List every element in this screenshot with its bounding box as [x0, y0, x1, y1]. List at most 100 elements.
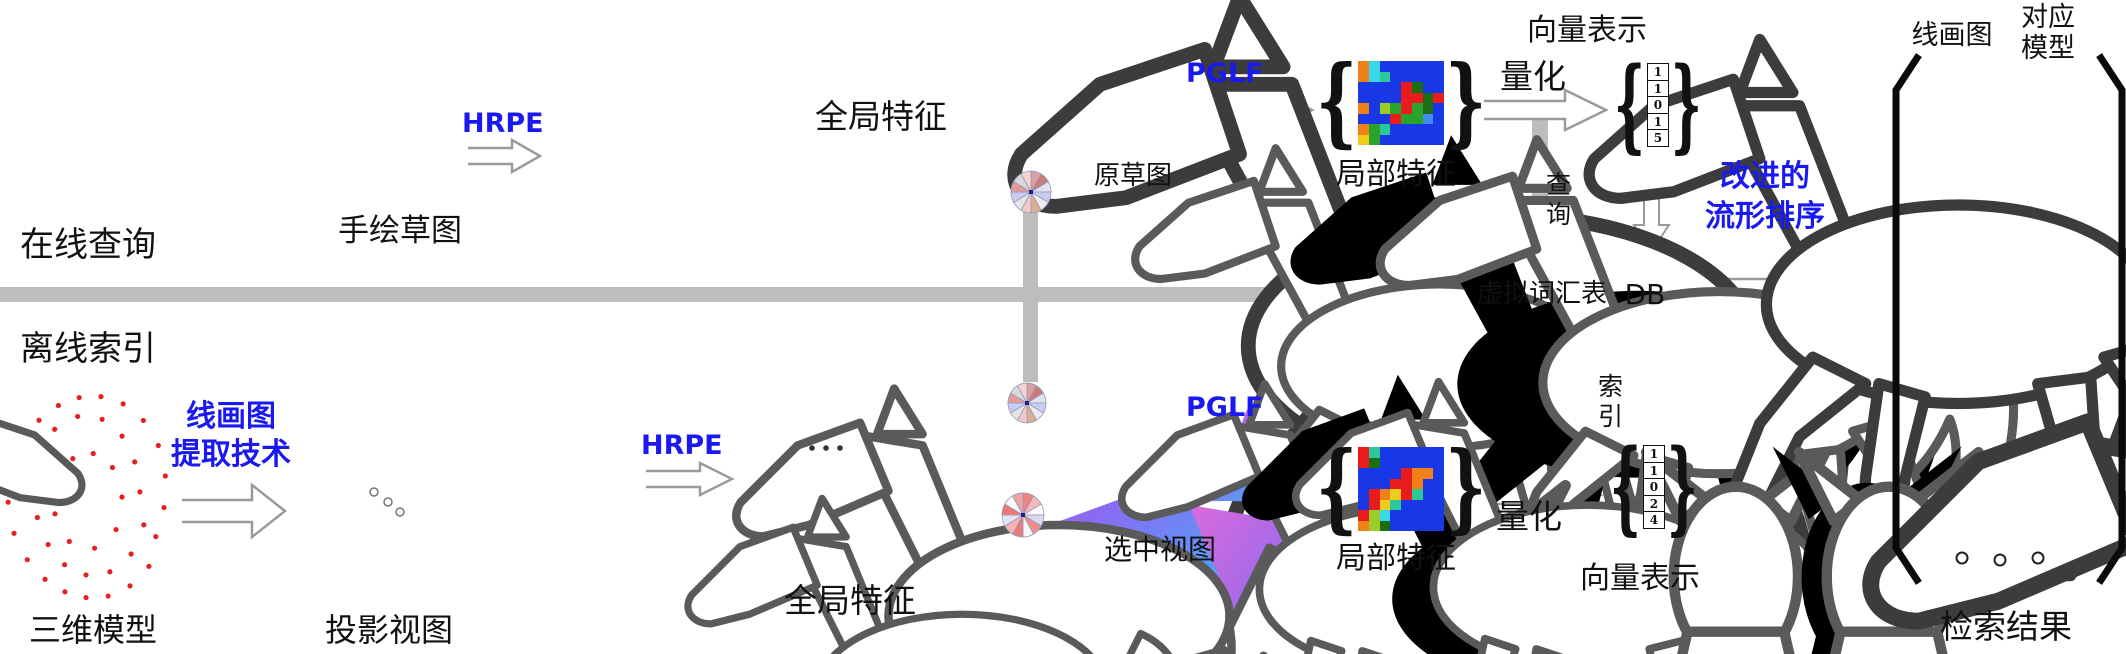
hand-drawn-sketch-label: 手绘草图: [338, 213, 462, 249]
quantize-label-bottom: 量化: [1496, 497, 1562, 536]
matrix-cell: [1390, 134, 1402, 145]
ranking-label-line1: 改进的: [1720, 159, 1810, 194]
matrix-cell: [1368, 82, 1380, 93]
open-brace: {: [1316, 432, 1358, 545]
results-caption: 检索结果: [1940, 607, 2072, 646]
matrix-cell: [1401, 468, 1412, 479]
matrix-cell: [1358, 92, 1369, 103]
matrix-cell: [1422, 478, 1434, 489]
vector-title-top: 向量表示: [1527, 13, 1647, 48]
db-label: DB: [1624, 278, 1666, 311]
open-brace: {: [1614, 47, 1645, 165]
matrix-cell: [1422, 510, 1434, 521]
matrix-cell: [1368, 92, 1380, 103]
sampling-dots: [5, 394, 168, 601]
matrix-cell: [1379, 520, 1391, 531]
matrix-cell: [1411, 468, 1423, 479]
matrix-cell: [1411, 92, 1423, 103]
sampling-dot: [66, 538, 72, 545]
quantize-arrow-top: [1484, 87, 1609, 133]
projection-dot: [395, 507, 405, 517]
projection-views: [0, 386, 1618, 654]
sampling-dot: [137, 489, 143, 495]
close-brace: }: [1445, 46, 1487, 159]
matrix-cell: [1390, 489, 1402, 500]
hrpe-arrow-bottom: [646, 460, 735, 498]
matrix-cell: [1379, 447, 1391, 458]
sampling-dot: [52, 426, 58, 432]
matrix-cell: [1422, 103, 1434, 114]
local-feature-matrix-top: { }: [1316, 54, 1486, 152]
sampling-dot: [34, 514, 40, 521]
sampling-dot: [55, 402, 61, 409]
sampling-dot: [52, 511, 58, 517]
sampling-dot: [75, 413, 81, 420]
matrix-cell: [1411, 61, 1423, 72]
projection-dot: [383, 497, 393, 507]
matrix-cell: [1390, 82, 1402, 93]
pie-center: [1025, 401, 1029, 405]
sampling-dot: [107, 569, 113, 575]
matrix-cell: [1433, 103, 1445, 114]
matrix-cell: [1433, 520, 1445, 531]
vector-cell: 1: [1646, 112, 1669, 131]
matrix-cell: [1358, 520, 1369, 531]
matrix-cell: [1411, 124, 1423, 135]
matrix-cell: [1358, 82, 1369, 93]
matrix-cell: [1358, 478, 1369, 489]
matrix-cell: [1390, 124, 1402, 135]
matrix-cell: [1422, 468, 1434, 479]
matrix-cell: [1379, 82, 1391, 93]
global-features-bottom: [809, 374, 2028, 654]
matrix-cell: [1358, 113, 1369, 124]
global-feature-label-top: 全局特征: [815, 97, 947, 136]
matrix-cell: [1433, 489, 1445, 500]
matrix-cell: [1433, 61, 1445, 72]
matrix-cell: [1433, 124, 1445, 135]
orientation-pie-icons: [1001, 170, 1052, 538]
matrix-cell: [1368, 457, 1380, 468]
local-feature-label-top: 局部特征: [1336, 157, 1456, 192]
matrix-cell: [1433, 71, 1445, 82]
ellipsis-dot: [823, 445, 829, 451]
matrix-cell: [1368, 103, 1380, 114]
matrix-cell: [1358, 61, 1369, 72]
matrix-cell: [1411, 457, 1423, 468]
matrix-cell: [1358, 124, 1369, 135]
matrix-cell: [1433, 447, 1445, 458]
sampling-dot: [90, 450, 96, 457]
matrix-cell: [1433, 510, 1445, 521]
sampling-dot: [83, 572, 89, 578]
local-feature-label-bottom: 局部特征: [1336, 541, 1456, 576]
sampling-dot: [76, 394, 82, 401]
results-col2-header: 对应模型: [2021, 2, 2075, 65]
open-brace: {: [1316, 46, 1358, 159]
sampling-dot: [141, 522, 147, 528]
matrix-cell: [1379, 71, 1391, 82]
three-d-model-label: 三维模型: [28, 611, 157, 649]
matrix-cell: [1411, 71, 1423, 82]
vector-cell: 1: [1642, 445, 1665, 464]
ellipsis-dot: [809, 445, 815, 451]
matrix-cell: [1433, 82, 1445, 93]
sampling-dot: [155, 442, 161, 449]
matrix-cell: [1401, 457, 1412, 468]
right-angle-bracket: [2096, 53, 2126, 585]
matrix-cell: [1411, 447, 1423, 458]
matrix-cell: [1368, 499, 1380, 510]
vector-cell: 1: [1646, 63, 1669, 82]
sampling-dot: [70, 456, 76, 462]
matrix-cell: [1411, 499, 1423, 510]
vector-cell: 0: [1642, 478, 1665, 497]
sampling-dot: [105, 593, 111, 599]
ranking-label-line2: 流形排序: [1705, 199, 1825, 234]
extract-label-line1: 线画图: [186, 399, 276, 434]
pie-slice: [1011, 492, 1024, 516]
sampling-dot: [99, 416, 105, 422]
matrix-cell: [1433, 478, 1445, 489]
pie-center: [1029, 190, 1033, 194]
matrix-cell: [1422, 124, 1434, 135]
matrix-cell: [1401, 447, 1412, 458]
